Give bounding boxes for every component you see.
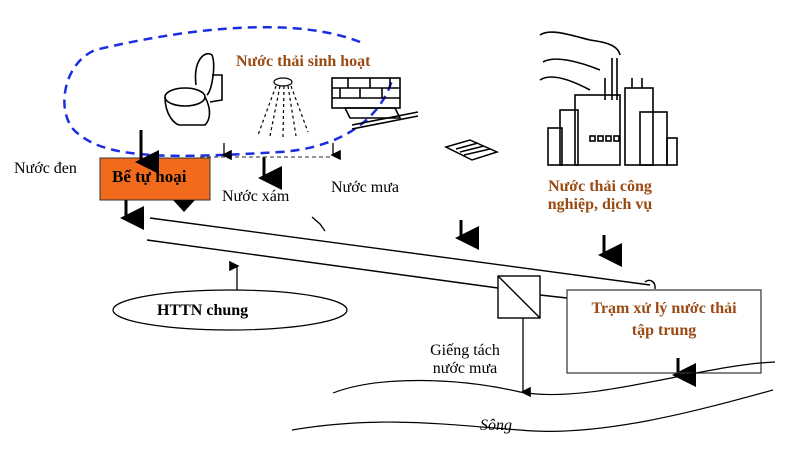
sewer-pipe bbox=[146, 217, 656, 299]
river bbox=[291, 361, 776, 433]
treatment-plant-box bbox=[566, 289, 762, 374]
separator-well bbox=[497, 275, 541, 319]
river-label: Sông bbox=[480, 417, 512, 434]
septic-tank-label: Bể tự hoại bbox=[112, 167, 187, 186]
black-water-label: Nước đen bbox=[14, 160, 77, 177]
shower-icon bbox=[257, 77, 309, 138]
flow-arrows bbox=[120, 130, 696, 387]
combined-system-label: HTTN chung bbox=[157, 302, 249, 319]
sink-icon bbox=[331, 77, 419, 130]
industrial-wastewater-title: Nước thải công nghiệp, dịch vụ bbox=[520, 178, 680, 214]
industrial-title-line2: nghiệp, dịch vụ bbox=[547, 196, 653, 213]
domestic-boundary bbox=[63, 25, 394, 158]
separator-well-label: Giếng tách nước mưa bbox=[418, 342, 512, 378]
treatment-plant-label: Trạm xử lý nước thải tập trung bbox=[567, 298, 761, 342]
combined-system-ellipse bbox=[112, 289, 348, 331]
separator-line1: Giếng tách bbox=[430, 342, 500, 359]
domestic-wastewater-title: Nước thải sinh hoạt bbox=[236, 53, 371, 70]
grey-water-label: Nước xám bbox=[222, 188, 290, 205]
rain-grate-icon bbox=[443, 139, 500, 161]
separator-line2: nước mưa bbox=[432, 360, 498, 377]
toilet-icon bbox=[164, 53, 223, 126]
treatment-line1: Trạm xử lý nước thải bbox=[591, 300, 737, 317]
factory-icon bbox=[539, 31, 678, 166]
treatment-line2: tập trung bbox=[631, 322, 697, 339]
industrial-title-line1: Nước thải công bbox=[548, 178, 652, 195]
rain-water-label: Nước mưa bbox=[331, 179, 400, 196]
